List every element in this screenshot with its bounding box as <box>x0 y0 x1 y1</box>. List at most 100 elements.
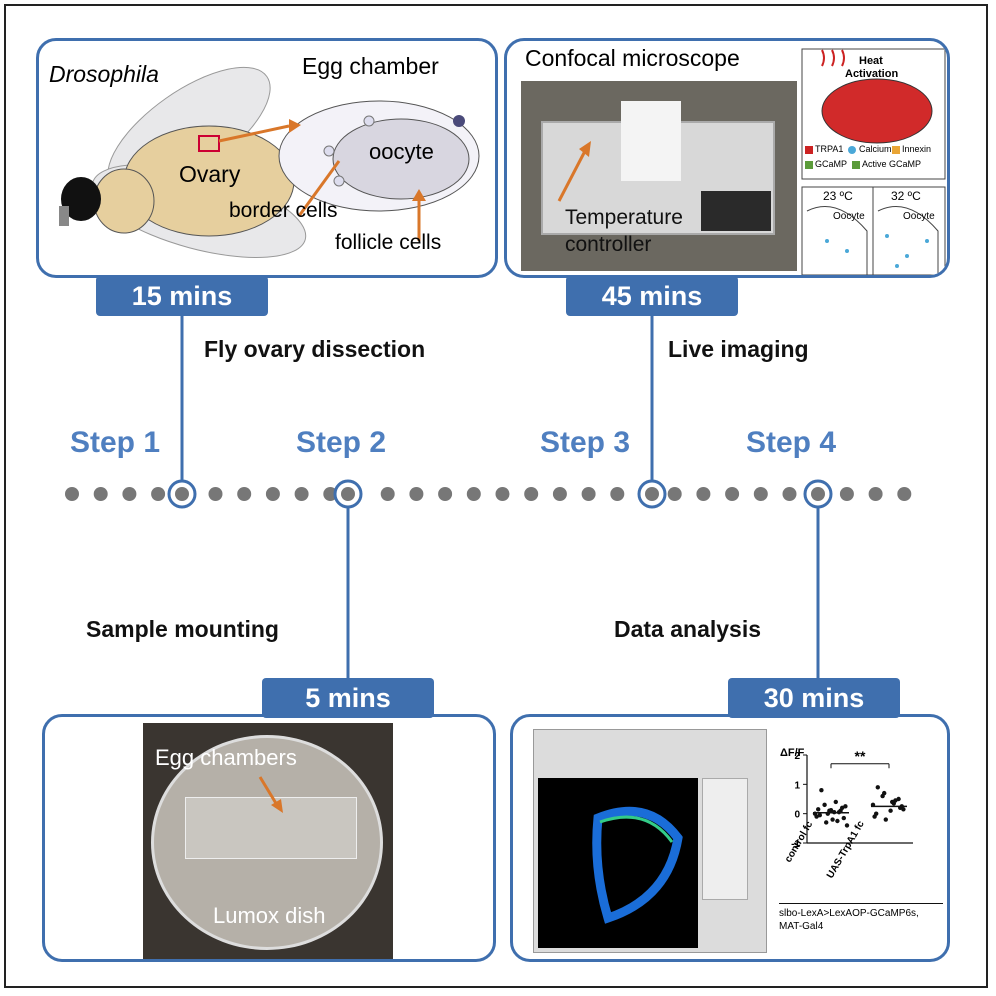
caption-mounting: Sample mounting <box>86 616 279 642</box>
timeline-dot <box>696 487 711 501</box>
data-point <box>844 823 850 828</box>
legend-trpa1: TRPA1 <box>815 144 844 154</box>
data-point <box>816 807 821 812</box>
oocyte-small-label-2: Oocyte <box>903 211 935 222</box>
step-2-label: Step 2 <box>296 426 387 459</box>
y-axis-label: ΔF/F <box>780 747 805 759</box>
egg-chambers-label: Egg chambers <box>155 745 297 770</box>
data-point <box>833 799 838 805</box>
timeline-dot <box>208 487 223 501</box>
timeline-dot <box>495 487 510 501</box>
timeline-dot <box>237 487 252 501</box>
timeline-dot <box>438 487 453 501</box>
dish-photo <box>143 723 393 959</box>
data-point <box>841 815 846 821</box>
border-cells-label: border cells <box>229 199 338 222</box>
time-tab-step2: 5 mins <box>262 678 434 718</box>
oocyte-label: oocyte <box>369 139 434 164</box>
oocyte-small-label-1: Oocyte <box>833 211 865 222</box>
significance-label: ** <box>855 748 866 764</box>
step-3-label: Step 3 <box>540 426 631 459</box>
temp-low-label: 23 ºC <box>823 189 853 203</box>
y-tick-label: -1 <box>791 839 800 850</box>
scatter-chart: 2 1 0 -1 ** <box>791 748 913 850</box>
timeline-dot <box>839 487 854 501</box>
step-node-dot-1 <box>175 487 189 501</box>
data-point <box>883 817 888 822</box>
legend-gcamp: GCaMP <box>815 159 848 169</box>
timeline-dot <box>466 487 481 501</box>
timeline-dot <box>122 487 137 501</box>
timeline-dot <box>294 487 309 501</box>
imagej-screenshot <box>533 729 767 953</box>
step-node-dot-4 <box>811 487 825 501</box>
step-node-dot-3 <box>645 487 659 501</box>
timeline-dot <box>65 487 79 501</box>
timeline-dot <box>581 487 596 501</box>
data-point <box>843 804 848 809</box>
data-point <box>875 785 880 790</box>
data-point <box>817 812 822 818</box>
caption-dissection: Fly ovary dissection <box>204 336 426 362</box>
data-point <box>901 807 906 812</box>
egg-chamber-label: Egg chamber <box>302 53 439 79</box>
legend-innexin: Innexin <box>902 144 932 154</box>
caption-imaging: Live imaging <box>668 336 809 362</box>
genotype-line2: MAT-Gal4 <box>779 921 824 932</box>
follicle-cells-label: follicle cells <box>335 231 442 254</box>
data-point <box>835 818 840 824</box>
data-point <box>828 807 834 813</box>
timeline-dot <box>93 487 108 501</box>
mounting-overlay <box>258 776 283 813</box>
data-point <box>893 798 898 803</box>
timeline-dot <box>667 487 682 501</box>
data-point <box>824 820 829 825</box>
mounting-panel: Egg chambers Lumox dish <box>42 714 496 962</box>
y-tick-label: 1 <box>794 780 800 791</box>
step-1-label: Step 1 <box>70 426 161 459</box>
timeline-dot <box>753 487 768 501</box>
y-tick-label: 0 <box>794 810 800 821</box>
timeline-dot <box>409 487 424 501</box>
timeline-dot <box>265 487 280 501</box>
timeline-dot <box>151 487 166 501</box>
genotype-rule <box>779 903 943 904</box>
step-4-label: Step 4 <box>746 426 837 459</box>
time-tab-step1: 15 mins <box>96 276 268 316</box>
imaging-overlay <box>557 48 946 275</box>
microscope-title: Confocal microscope <box>525 45 740 71</box>
data-point <box>888 808 893 813</box>
temp-high-label: 32 ºC <box>891 189 921 203</box>
species-label: Drosophila <box>49 61 159 87</box>
genotype-line1: slbo-LexA>LexAOP-GCaMP6s, <box>779 908 919 919</box>
imaging-panel: Confocal microscope Temperature controll… <box>504 38 950 278</box>
timeline-dot <box>323 487 338 501</box>
time-tab-step4: 30 mins <box>728 678 900 718</box>
timeline-dot <box>725 487 740 501</box>
timeline-dot <box>524 487 539 501</box>
legend-calcium: Calcium <box>859 144 892 154</box>
legend-active-gcamp: Active GCaMP <box>862 159 922 169</box>
ovary-label: Ovary <box>179 161 241 187</box>
heat-label: Heat <box>859 55 883 67</box>
data-point <box>830 817 835 822</box>
timeline-dot <box>552 487 567 501</box>
timeline-dot <box>380 487 395 501</box>
caption-analysis: Data analysis <box>614 616 762 642</box>
y-tick-label: 2 <box>794 751 800 762</box>
timeline-dot <box>610 487 625 501</box>
data-point <box>882 790 887 796</box>
timeline-dot <box>782 487 797 501</box>
temperature-label: Temperature <box>565 206 683 229</box>
activation-label: Activation <box>845 68 899 80</box>
data-point <box>822 802 827 808</box>
microscope-photo <box>521 81 797 271</box>
timeline-dot <box>897 487 912 501</box>
dissection-illustration <box>59 66 480 258</box>
step-node-dot-2 <box>341 487 355 501</box>
time-tab-step3: 45 mins <box>566 276 738 316</box>
controller-label: controller <box>565 233 652 256</box>
data-point <box>819 788 824 793</box>
